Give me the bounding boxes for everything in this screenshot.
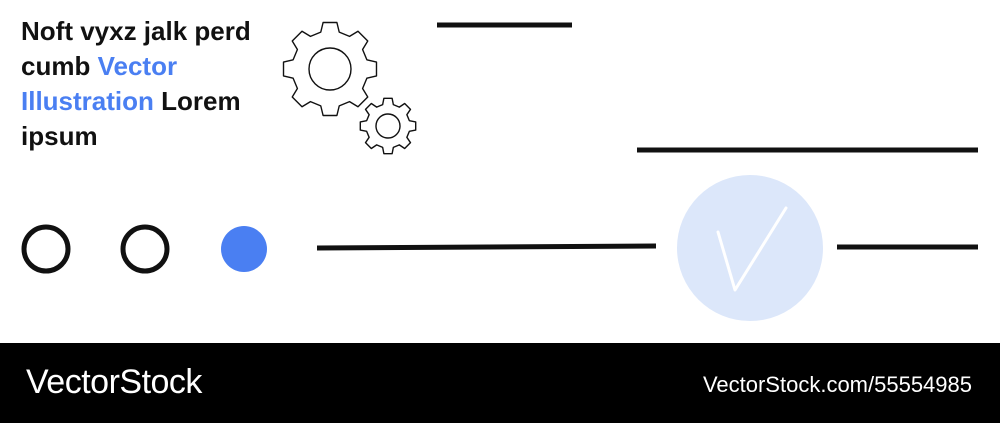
step-dot-1 <box>21 224 71 274</box>
source-url: VectorStock.com/55554985 <box>702 372 972 397</box>
checkmark-icon <box>716 206 788 292</box>
step-dot-2 <box>120 224 170 274</box>
headline: Noft vyxz jalk perd cumb Vector Illustra… <box>21 14 271 154</box>
headline-accent: Vector Illustration <box>21 51 178 116</box>
headline-text-1: Noft vyxz jalk perd cumb <box>21 16 251 81</box>
footer-bar: VectorStock VectorStock.com/55554985 <box>0 343 1000 423</box>
gear-icon <box>282 21 378 117</box>
step-dot-3 <box>221 226 267 272</box>
illustration <box>21 21 978 321</box>
progress-line-left <box>316 243 657 251</box>
check-circle <box>677 175 823 321</box>
brand-logo: VectorStock <box>26 363 202 401</box>
gear-small-icon <box>359 97 417 155</box>
headline-text-2: Lorem ipsum <box>21 86 241 151</box>
